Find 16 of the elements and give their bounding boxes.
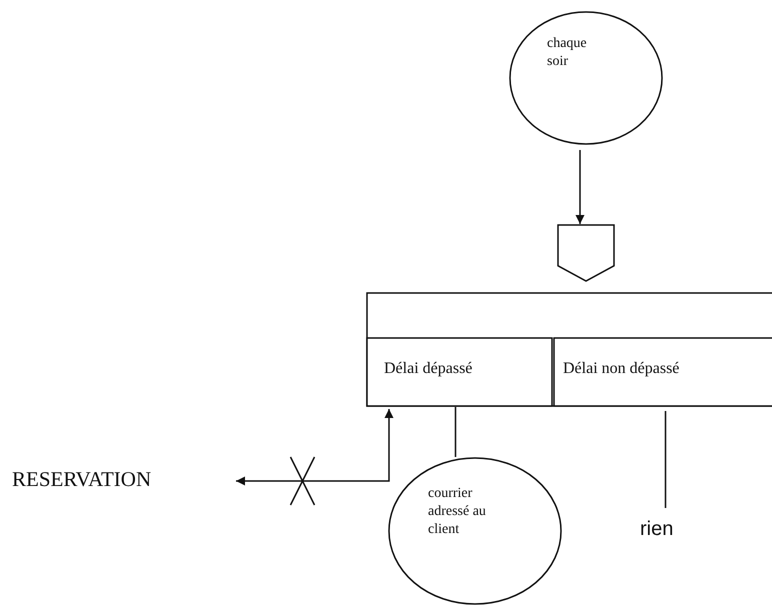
outcome-text: rien — [640, 517, 674, 542]
arrow — [576, 150, 584, 224]
operation-box — [366, 292, 772, 407]
event-label: courrier adressé au client — [428, 485, 487, 540]
event-circle — [509, 11, 663, 145]
event-circle — [388, 457, 562, 605]
result-cell — [553, 337, 772, 407]
connector-line — [454, 407, 456, 457]
result-label: Délai non dépassé — [563, 359, 680, 379]
event-text: RESERVATION — [12, 466, 152, 493]
synchronization-shape — [557, 224, 615, 282]
event-label: chaque soir — [547, 35, 588, 72]
result-label: Délai dépassé — [384, 359, 474, 379]
arrow — [236, 409, 394, 506]
connector-line — [664, 411, 666, 508]
result-cell — [366, 337, 553, 407]
